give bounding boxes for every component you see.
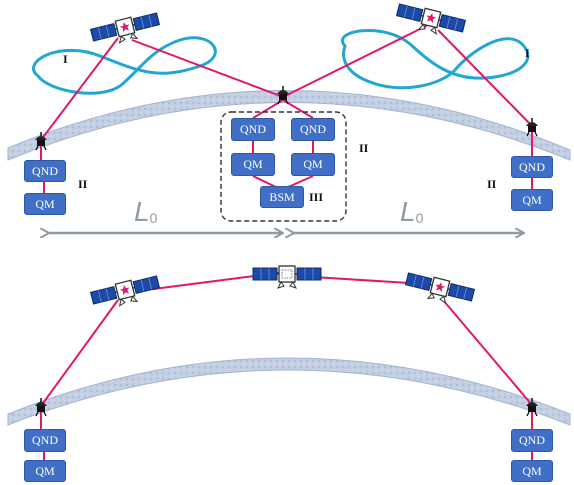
earth-surface-bottom — [7, 357, 571, 426]
qnd-box: QND — [291, 118, 335, 141]
satellite-icon — [404, 271, 475, 309]
qnd-box: QND — [511, 156, 553, 178]
orbit-label-left: I — [63, 52, 68, 66]
tier-label-group: II — [359, 141, 369, 155]
qm-box: QM — [24, 460, 66, 482]
orbit-left — [32, 36, 217, 95]
qm-box: QM — [231, 153, 275, 176]
tier-label: II — [487, 177, 497, 191]
tier-label-bsm: III — [309, 190, 324, 204]
earth-surface-top — [7, 90, 571, 161]
distance-subscript: 0 — [415, 210, 424, 226]
links-top — [40, 24, 533, 193]
qm-box: QM — [24, 193, 66, 215]
qm-box: QM — [511, 189, 553, 211]
qnd-box: QND — [24, 160, 66, 182]
node-group-box — [220, 111, 347, 222]
qm-box: QM — [511, 460, 553, 482]
qnd-box: QND — [231, 118, 275, 141]
relay-satellite-icon — [253, 266, 321, 288]
orbit-right — [341, 29, 530, 90]
distance-label-left: L0 — [134, 196, 157, 228]
distance-symbol: L — [134, 196, 150, 227]
satellite-icon — [395, 2, 466, 40]
satellite-icon — [90, 11, 161, 49]
qnd-box: QND — [24, 429, 66, 452]
orbit-label-right: I — [525, 46, 530, 60]
distance-subscript: 0 — [149, 210, 158, 226]
qnd-box: QND — [511, 429, 553, 452]
distance-label-right: L0 — [400, 196, 423, 228]
bsm-box: BSM — [260, 186, 304, 208]
tier-label: II — [78, 177, 88, 191]
qm-box: QM — [291, 153, 335, 176]
satellite-icon — [90, 274, 161, 312]
distance-symbol: L — [400, 196, 416, 227]
